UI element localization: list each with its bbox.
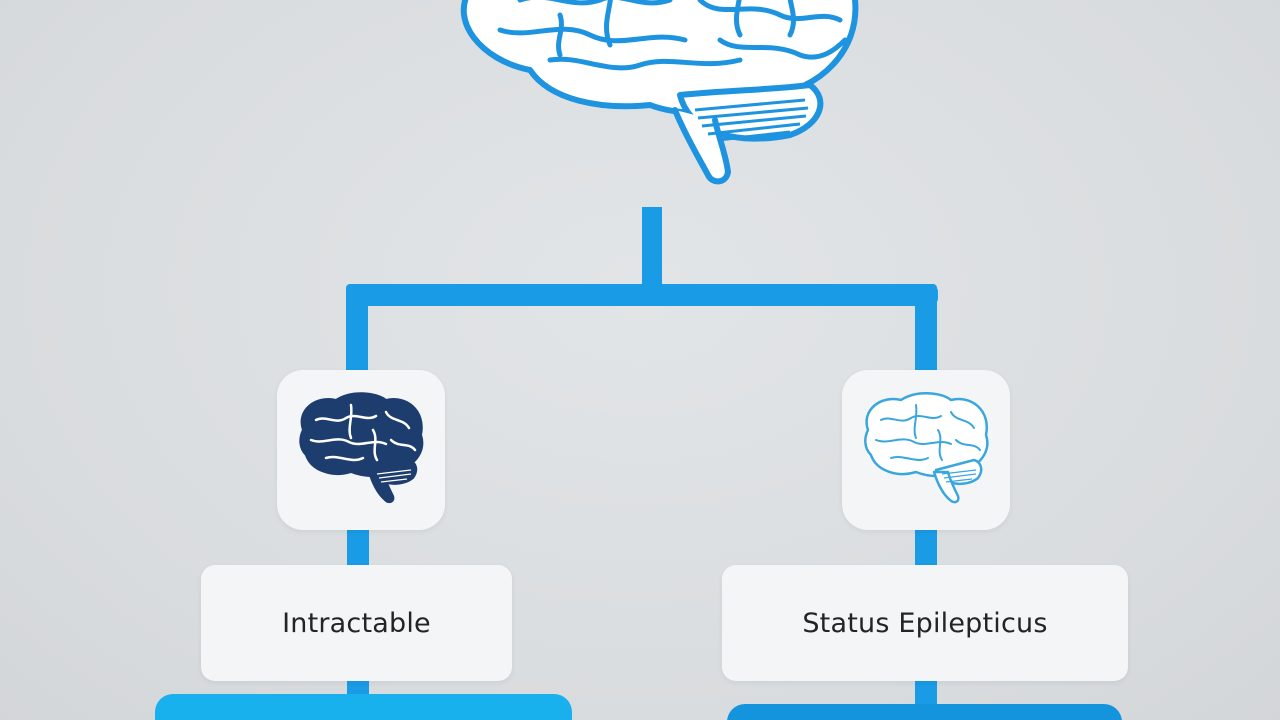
left-link-label-to-bar [347, 678, 369, 698]
left-link-icon-to-label [347, 528, 369, 570]
branch-left-label-card: Intractable [201, 565, 512, 681]
right-drop-line [915, 284, 937, 374]
left-drop-line [346, 284, 368, 374]
brain-icon [460, 0, 859, 185]
branch-right-bottom-bar [727, 704, 1122, 720]
branch-right-label-card: Status Epilepticus [722, 565, 1128, 681]
branch-left-bottom-bar [155, 694, 572, 720]
root-stem-line [642, 207, 662, 293]
brain-dark-icon [299, 392, 424, 504]
branch-right-icon-card [842, 370, 1010, 530]
right-link-label-to-bar [915, 678, 937, 704]
branch-right-label: Status Epilepticus [802, 607, 1048, 639]
right-link-icon-to-label [915, 528, 937, 570]
branch-left-label: Intractable [282, 607, 431, 639]
brain-light-icon [864, 392, 989, 504]
root-brain-illustration [440, 0, 870, 199]
branch-left-icon-card [277, 370, 445, 530]
horizontal-branch-line [346, 284, 938, 306]
